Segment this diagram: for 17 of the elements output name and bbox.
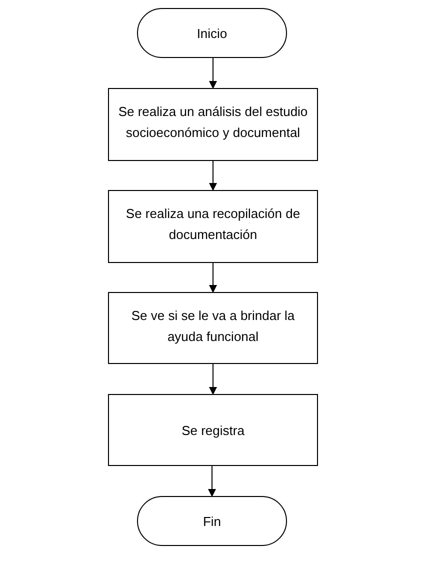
arrow <box>209 160 217 191</box>
node-text: Fin <box>202 512 222 530</box>
node-text: Inicio <box>196 24 228 42</box>
process-box <box>108 292 318 364</box>
arrow <box>208 466 216 497</box>
arrow <box>209 58 217 89</box>
node-text: Se registra <box>182 422 244 440</box>
process-box <box>108 88 318 161</box>
terminal-pill <box>137 8 287 58</box>
process-box <box>108 190 318 263</box>
node-text: Se realiza un análisis del estudio socioeconómico y documental <box>117 103 309 142</box>
arrow <box>209 262 217 293</box>
node-text: Se realiza una recopilación de documentación <box>124 205 302 244</box>
arrow <box>209 364 217 395</box>
process-box <box>108 394 318 466</box>
terminal-pill <box>137 496 287 546</box>
node-text: Se ve si se le va a brindar la ayuda funcional <box>130 307 296 346</box>
